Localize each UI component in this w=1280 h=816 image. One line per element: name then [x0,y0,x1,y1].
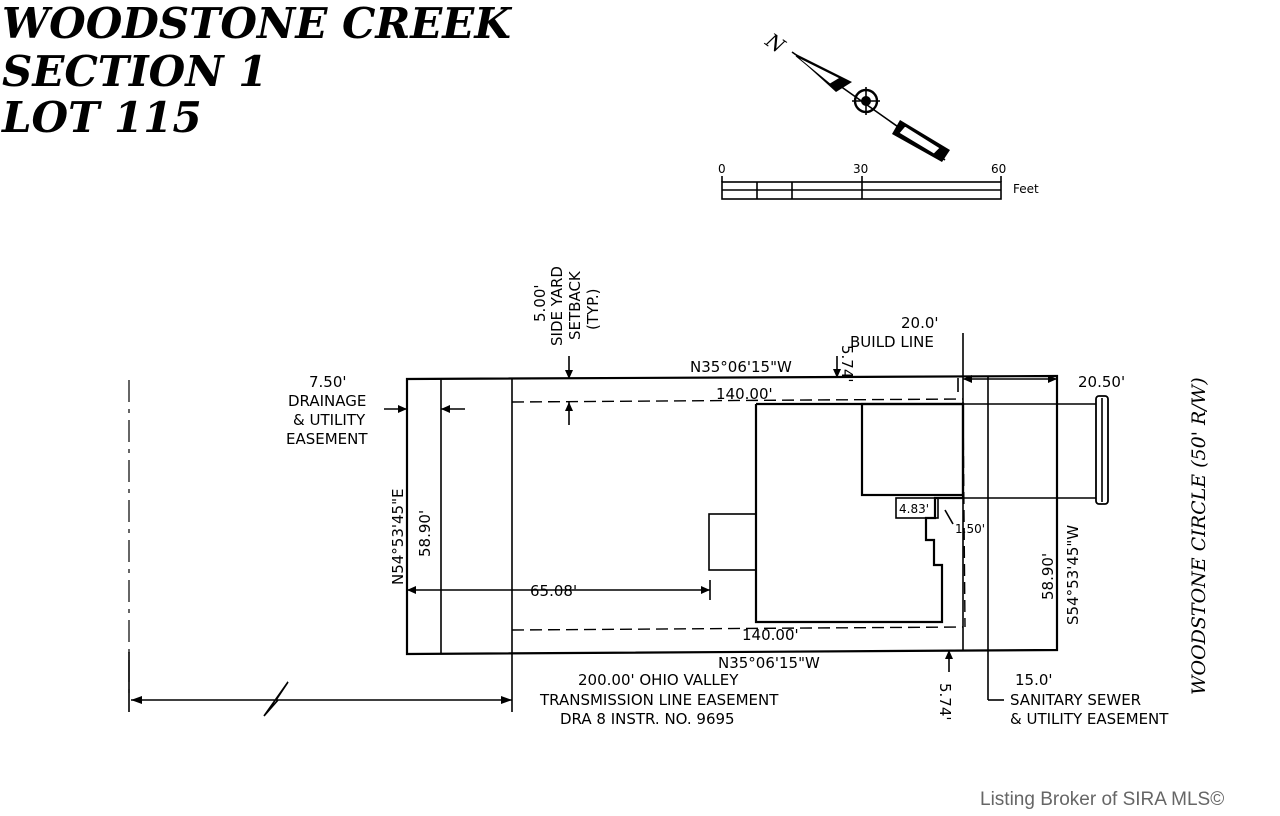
bottom-length: 140.00' [742,626,799,644]
listing-credit: Listing Broker of SIRA MLS© [980,789,1224,810]
scale-tick-60: 60 [991,162,1006,176]
driveway [963,395,1109,505]
ohio-dimension-line [131,681,512,717]
drainage-line-3: & UTILITY [293,411,366,429]
top-length: 140.00' [716,385,773,403]
drainage-easement-label: 7.50' DRAINAGE & UTILITY EASEMENT [286,373,368,448]
side-yard-setback-label: 5.00' SIDE YARD SETBACK (TYP.) [531,266,602,346]
build-line-label: BUILD LINE [850,333,934,351]
road-name: WOODSTONE CIRCLE (50' R/W) [1188,377,1210,695]
scale-tick-30: 30 [853,162,868,176]
ohio-line-3: DRA 8 INSTR. NO. 9695 [560,710,735,728]
top-offset-label: 5.74' [838,345,856,383]
lot-boundary [405,374,1059,656]
left-width: 58.90' [416,510,434,557]
setback-line-4: (TYP.) [584,288,602,330]
patio [708,513,757,571]
sewer-line-2: SANITARY SEWER [1010,691,1141,709]
right-width: 58.90' [1039,553,1057,600]
top-setback-line [511,398,964,403]
sewer-line-3: & UTILITY EASEMENT [1010,710,1169,728]
dim-483: 4.83' [899,502,929,516]
garage [860,402,965,497]
title-line-1: WOODSTONE CREEK [2,0,512,48]
title-line-3: LOT 115 [1,93,202,142]
dim-6508: 65.08' [530,582,577,600]
build-line-distance: 20.0' [901,314,939,332]
dim-150: 1.50' [955,522,985,536]
north-arrow-icon: N [760,28,950,162]
setback-line-3: SETBACK [566,270,584,340]
setback-line-2: SIDE YARD [548,266,566,346]
bottom-offset-label: 5.74' [936,683,954,721]
left-bearing: N54°53'45"E [389,489,407,585]
scale-tick-0: 0 [718,162,726,176]
scale-unit: Feet [1013,182,1039,196]
title-line-2: SECTION 1 [2,47,268,96]
drainage-line-4: EASEMENT [286,430,368,448]
setback-line-1: 5.00' [531,284,549,322]
scale-bar: 0 30 60 Feet [718,162,1039,200]
ohio-line-1: 200.00' OHIO VALLEY [578,671,739,689]
drainage-line-1: 7.50' [309,373,347,391]
bottom-bearing: N35°06'15"W [718,654,820,672]
north-label: N [760,28,790,59]
bottom-setback-line [511,626,964,631]
top-bearing: N35°06'15"W [690,358,792,376]
drainage-line-2: DRAINAGE [288,392,366,410]
sanitary-easement-label: 15.0' SANITARY SEWER & UTILITY EASEMENT [1010,671,1169,728]
front-setback-distance: 20.50' [1078,373,1125,391]
ohio-line-2: TRANSMISSION LINE EASEMENT [539,691,779,709]
ohio-valley-easement-label: 200.00' OHIO VALLEY TRANSMISSION LINE EA… [539,671,779,728]
sewer-line-1: 15.0' [1015,671,1053,689]
right-bearing: S54°53'45"W [1064,525,1082,625]
